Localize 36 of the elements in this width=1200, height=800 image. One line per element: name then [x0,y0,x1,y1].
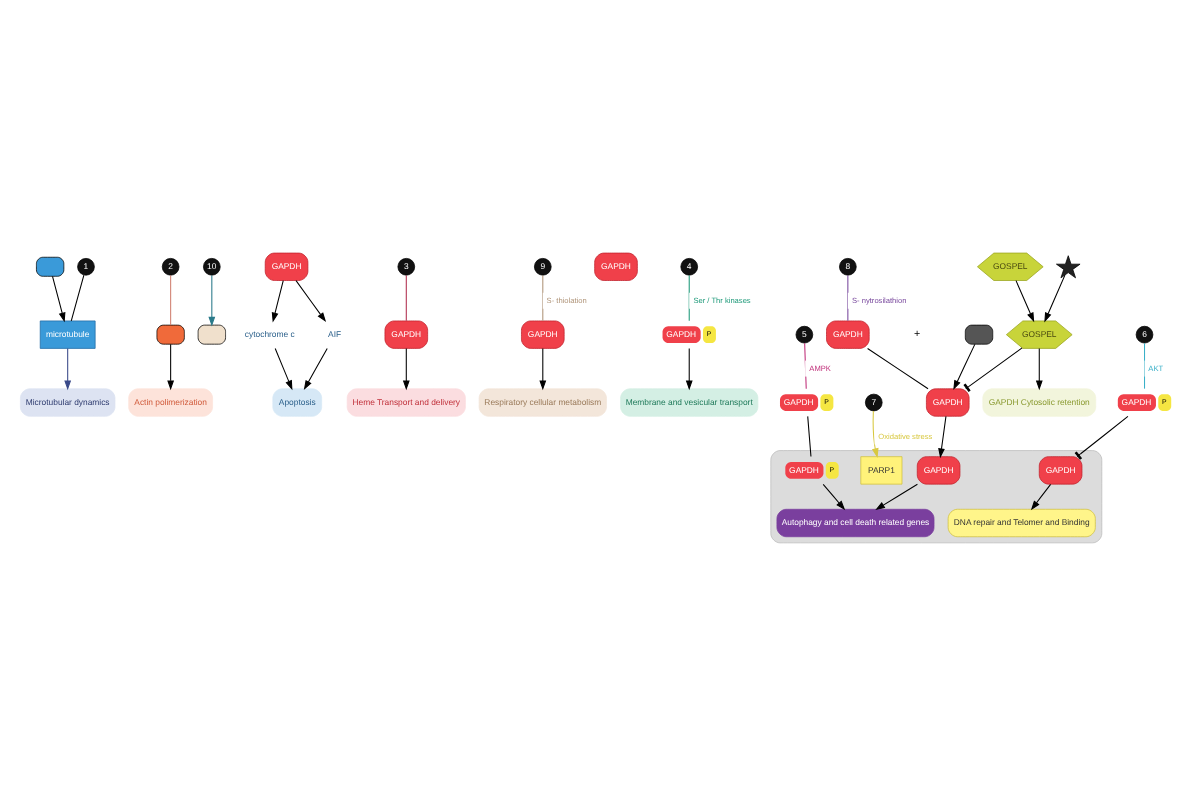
connector [963,346,1023,392]
arrow [271,279,284,322]
arrow [539,347,547,390]
connector [70,273,85,321]
node-box [964,323,994,344]
arrow [1030,482,1052,510]
arrow [822,482,846,510]
arrow [938,414,947,458]
arrow [871,409,879,457]
arrow [51,274,66,322]
arrow [303,347,328,390]
arrow [64,347,72,390]
connector [542,273,544,321]
node-box [36,255,65,276]
connector [170,273,172,325]
connector [807,414,812,457]
node-star [1056,254,1081,278]
connector [1144,341,1146,389]
node-box [197,323,226,344]
connector [867,347,929,389]
arrow [875,482,918,510]
arrow [685,347,693,390]
arrow [1035,347,1043,390]
arrow [953,342,976,390]
connector [405,273,407,321]
arrow [274,347,293,390]
arrow [167,342,175,390]
arrow [1015,279,1035,322]
node-box [156,323,185,344]
connector [1074,414,1129,459]
connector [804,341,807,389]
arrow [402,347,410,390]
connector [847,273,849,321]
arrow [1044,273,1066,322]
arrow [295,279,327,322]
arrow [208,273,216,326]
